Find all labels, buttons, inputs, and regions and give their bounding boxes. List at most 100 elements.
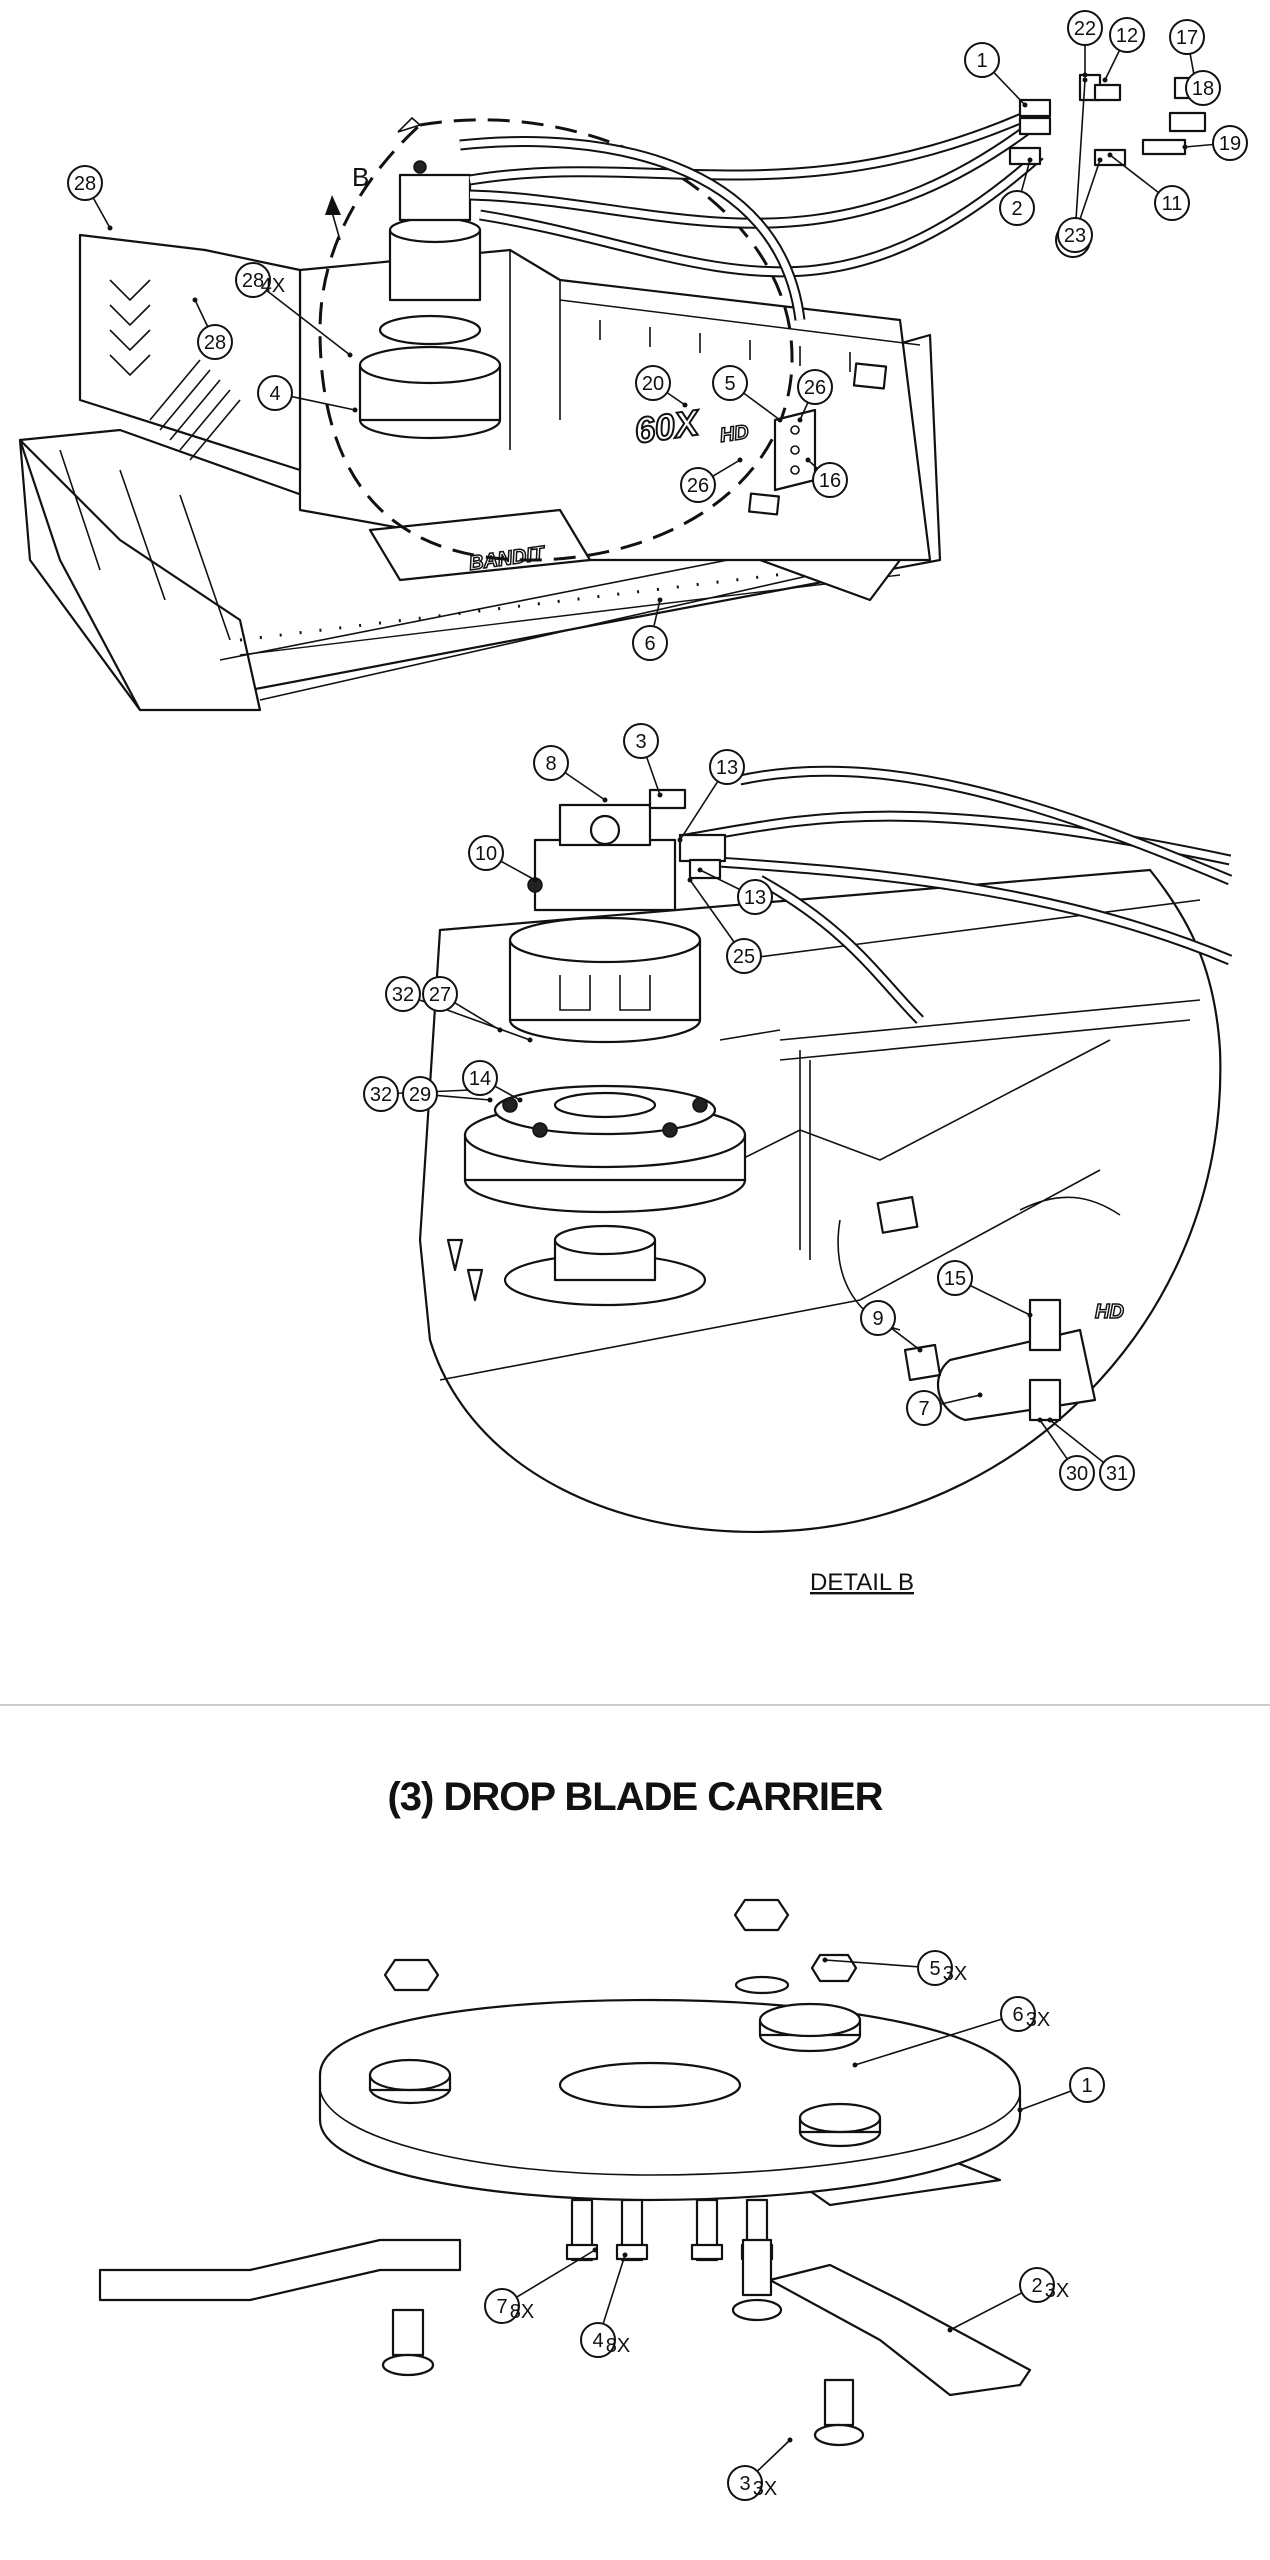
callout-balloon: 15 xyxy=(937,1260,973,1296)
callout-balloon: 8 xyxy=(533,745,569,781)
callout-quantity: 3X xyxy=(943,1963,967,1985)
leader-tip xyxy=(592,2247,598,2253)
blade-left xyxy=(98,2238,462,2302)
decal-plate xyxy=(852,362,888,390)
callout-circle xyxy=(1019,2267,1055,2303)
callout-number: 7 xyxy=(918,1398,929,1420)
callout-circle xyxy=(1067,10,1103,46)
callout-circle xyxy=(257,375,293,411)
blade-carrier-title: (3) DROP BLADE CARRIER xyxy=(387,1775,883,1819)
blade-carrier-assembly xyxy=(98,1898,1032,2447)
callout-balloon: 7 xyxy=(906,1390,942,1426)
callout-leader xyxy=(824,1959,919,1968)
callout-leader xyxy=(1075,79,1086,219)
callout-balloon: 20 xyxy=(635,365,671,401)
leader-tip xyxy=(1082,77,1088,83)
leader-tip xyxy=(347,352,353,358)
mulcher-overview: BANDIT B xyxy=(18,73,1207,712)
callout-circle xyxy=(422,976,458,1012)
leader-lines xyxy=(92,45,1214,2472)
callout-balloon: 23 xyxy=(1057,217,1093,253)
callout-balloon: 2 xyxy=(999,190,1035,226)
callout-balloon: 27 xyxy=(422,976,458,1012)
leader-tip xyxy=(797,417,803,423)
callout-circle xyxy=(623,723,659,759)
callout-number: 12 xyxy=(1116,25,1138,47)
callout-circle xyxy=(727,2465,763,2501)
detail-b-view: HD DETAIL B xyxy=(418,765,1233,1596)
leader-tip xyxy=(677,837,683,843)
callout-circle xyxy=(363,1076,399,1112)
model-suffix: HD xyxy=(718,421,750,447)
callout-number: 22 xyxy=(1074,18,1096,40)
callout-number: 4 xyxy=(592,2330,603,2352)
leader-tip xyxy=(532,877,538,883)
callout-leader xyxy=(92,197,111,229)
callout-number: 7 xyxy=(496,2296,507,2318)
callout-number: 5 xyxy=(929,1958,940,1980)
detail-b-boundary xyxy=(318,118,794,562)
callout-number: 27 xyxy=(429,984,451,1006)
leader-tip xyxy=(787,2437,793,2443)
callout-balloon: 19 xyxy=(1212,125,1248,161)
callout-balloon: 25 xyxy=(726,938,762,974)
callout-leader xyxy=(454,1002,501,1031)
callout-balloon: 9 xyxy=(860,1300,896,1336)
callout-balloon: 22 xyxy=(1067,10,1103,46)
callout-number: 13 xyxy=(716,757,738,779)
callout-circle xyxy=(999,190,1035,226)
leader-tip xyxy=(682,402,688,408)
motor-assembly xyxy=(358,160,502,440)
callout-number: 6 xyxy=(1012,2004,1023,2026)
callout-circle xyxy=(709,749,745,785)
callout-balloon: 28 xyxy=(197,324,233,360)
leader-tip xyxy=(192,297,198,303)
disk-bolts xyxy=(565,2198,774,2262)
callout-leader xyxy=(1077,159,1101,225)
callout-number: 26 xyxy=(804,377,826,399)
callout-leader xyxy=(756,2439,791,2472)
callout-quantity: 3X xyxy=(753,2478,777,2500)
callout-leader xyxy=(799,402,809,421)
callout-balloon: 32 xyxy=(385,976,421,1012)
leader-tip xyxy=(1022,102,1028,108)
callout-balloon: 32 xyxy=(363,1076,399,1112)
callout-quantity: 8X xyxy=(606,2335,630,2357)
leader-tip xyxy=(527,1037,533,1043)
callout-number: 29 xyxy=(409,1084,431,1106)
callout-number: 6 xyxy=(644,633,655,655)
callout-circle xyxy=(964,42,1000,78)
callout-number: 3 xyxy=(635,731,646,753)
callout-circle xyxy=(1000,1996,1036,2032)
callout-balloon: 4 xyxy=(257,375,293,411)
callout-number: 25 xyxy=(733,946,755,968)
detail-model-suffix: HD xyxy=(1095,1301,1124,1323)
blade-right xyxy=(768,2263,1032,2397)
callout-number: 13 xyxy=(744,887,766,909)
callout-circle xyxy=(906,1390,942,1426)
callout-leader xyxy=(194,299,209,327)
callout-leader xyxy=(993,71,1026,106)
callout-circle xyxy=(1169,19,1205,55)
callout-leader xyxy=(516,2249,596,2298)
callout-number: 26 xyxy=(687,475,709,497)
callout-number: 32 xyxy=(392,984,414,1006)
callout-circle xyxy=(635,365,671,401)
callout-balloons: 1222121718191121232828284X42052626166831… xyxy=(67,10,1248,2501)
callout-circle xyxy=(1069,2067,1105,2103)
leader-tip xyxy=(917,1347,923,1353)
leader-tip xyxy=(1097,157,1103,163)
callout-leader xyxy=(602,2254,626,2325)
leader-tip xyxy=(1017,2107,1023,2113)
callout-balloon: 6 xyxy=(632,625,668,661)
leader-tip xyxy=(1047,1417,1053,1423)
callout-circle xyxy=(737,879,773,915)
callout-balloon: 29 xyxy=(402,1076,438,1112)
callout-balloon: 11 xyxy=(1154,185,1190,221)
callout-balloon: 13 xyxy=(709,749,745,785)
callout-number: 15 xyxy=(944,1268,966,1290)
